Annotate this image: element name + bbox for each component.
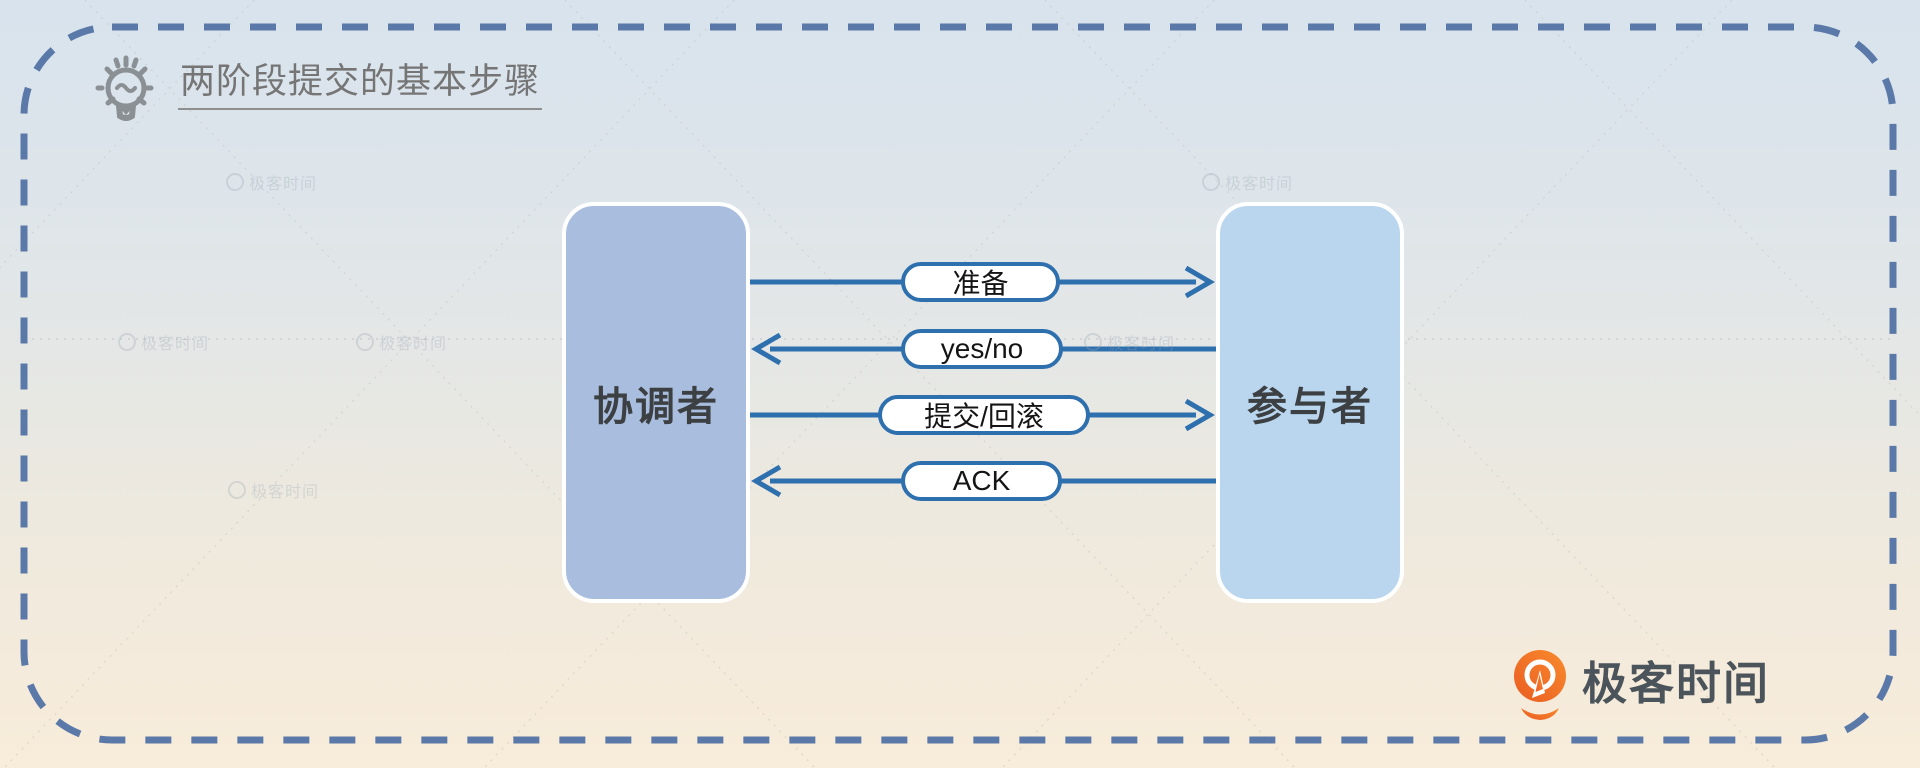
- geektime-watermark: 极客时间: [228, 478, 319, 502]
- geektime-watermark-text: 极客时间: [379, 336, 448, 353]
- geektime-watermark-icon: [226, 173, 244, 191]
- geektime-watermark-icon: [1202, 173, 1220, 191]
- lightbulb-icon: [95, 55, 157, 121]
- message-pill-ack: ACK: [901, 461, 1062, 501]
- message-pill-prepare: 准备: [901, 262, 1060, 302]
- diagram-title-block: 两阶段提交的基本步骤: [86, 46, 543, 130]
- arrowhead-prepare: [1184, 265, 1215, 299]
- arrowhead-commit-rollback: [1184, 398, 1215, 432]
- geektime-watermark-text: 极客时间: [251, 484, 320, 501]
- message-label: ACK: [952, 465, 1011, 496]
- geektime-watermark: 极客时间: [1202, 170, 1293, 194]
- arrowhead-yes-no: [751, 332, 782, 366]
- coordinator-box: 协调者: [562, 202, 750, 603]
- geektime-watermark: 极客时间: [356, 330, 447, 354]
- participant-box: 参与者: [1216, 202, 1404, 603]
- page-title: 两阶段提交的基本步骤: [178, 60, 543, 110]
- message-label: yes/no: [940, 333, 1024, 364]
- participant-label: 参与者: [1247, 384, 1373, 429]
- lightbulb-base-notch: [120, 108, 132, 115]
- geektime-watermark-icon: [356, 333, 374, 351]
- geektime-watermark-icon: [1084, 333, 1102, 351]
- geektime-watermark: 极客时间: [1084, 330, 1175, 354]
- message-pill-commit-rollback: 提交/回滚: [878, 395, 1090, 435]
- geektime-watermark-text: 极客时间: [249, 176, 318, 193]
- message-pill-yes-no: yes/no: [901, 329, 1063, 369]
- geektime-logo: 极客时间: [1512, 646, 1768, 724]
- geektime-watermark: 极客时间: [118, 330, 209, 354]
- message-label: 提交/回滚: [924, 401, 1044, 432]
- geektime-watermark-icon: [228, 481, 246, 499]
- geektime-logo-icon: [1514, 650, 1566, 720]
- coordinator-label: 协调者: [593, 384, 719, 429]
- dashed-border-frame: [20, 23, 1897, 744]
- arrowhead-ack: [751, 464, 782, 498]
- geektime-logo-text: 极客时间: [1582, 658, 1771, 709]
- geektime-watermark: 极客时间: [226, 170, 317, 194]
- geektime-watermark-icon: [118, 333, 136, 351]
- geektime-watermark-text: 极客时间: [1107, 336, 1176, 353]
- geektime-watermark-text: 极客时间: [141, 336, 210, 353]
- message-label: 准备: [952, 268, 1009, 299]
- geektime-watermark-text: 极客时间: [1225, 176, 1294, 193]
